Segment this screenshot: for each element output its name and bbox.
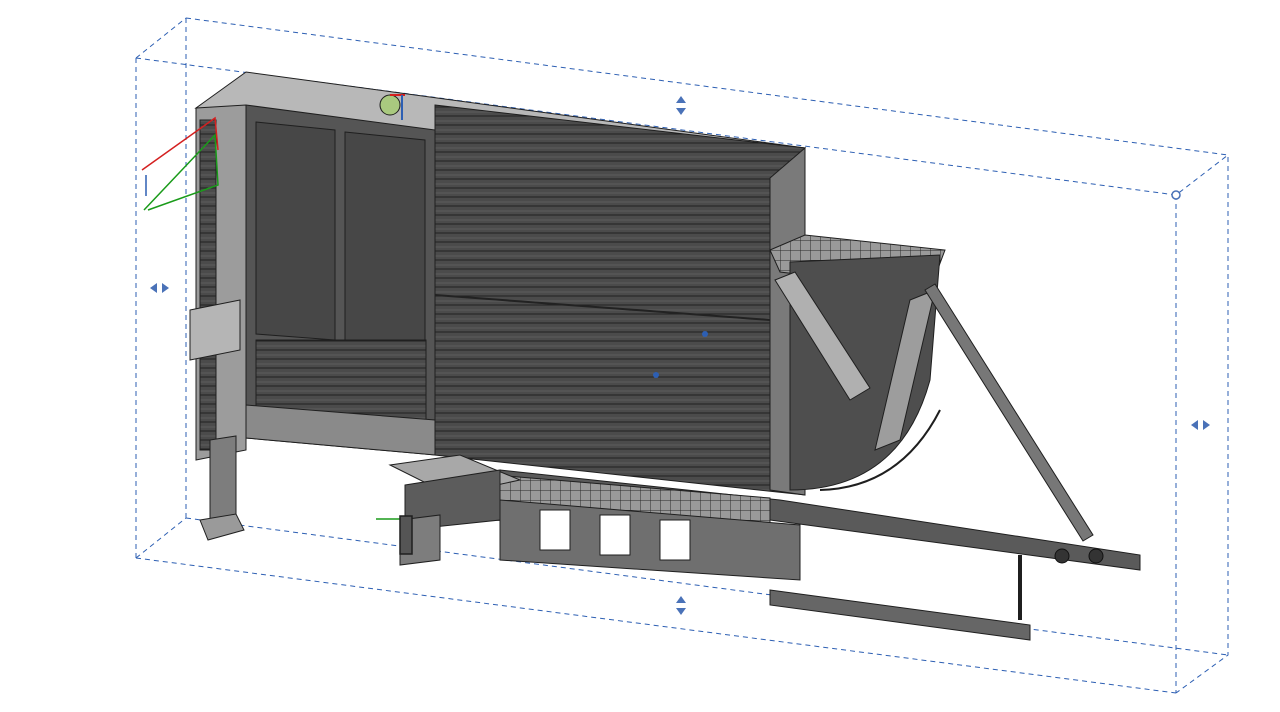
coordinate-axes-icon xyxy=(141,116,219,211)
diagonal-strut xyxy=(924,283,1094,542)
connector-axes-icon xyxy=(376,515,413,555)
housing-left-column xyxy=(189,87,247,541)
right-grip-icon[interactable] xyxy=(1191,420,1210,430)
conveyor xyxy=(494,469,1141,641)
left-grip-icon[interactable] xyxy=(150,283,169,293)
bottom-grip-icon[interactable] xyxy=(676,596,686,615)
hopper xyxy=(769,234,946,491)
corner-grip-icon[interactable] xyxy=(1171,190,1181,200)
pipe-connector-icon xyxy=(379,94,405,120)
louvered-block xyxy=(434,104,806,496)
tag-icon xyxy=(653,331,708,378)
lower-supports xyxy=(388,454,522,566)
top-grip-icon[interactable] xyxy=(676,96,686,115)
